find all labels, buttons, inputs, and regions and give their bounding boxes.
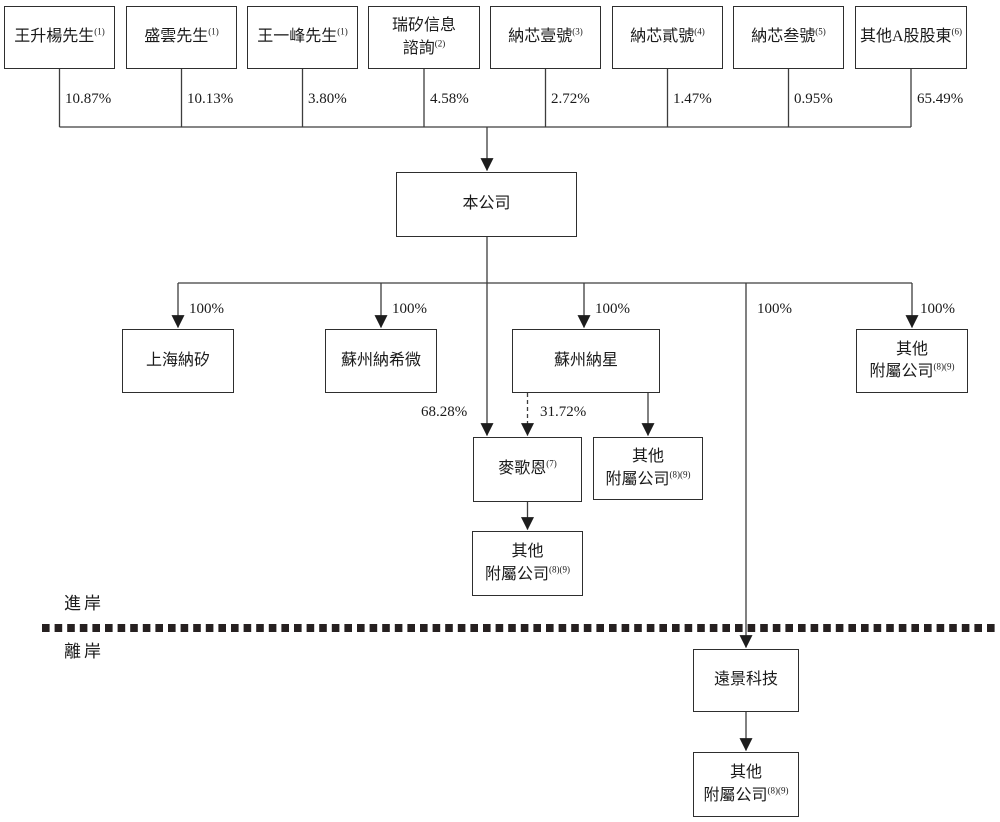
percent-wang-yifeng: 3.80%: [308, 91, 347, 107]
node-label: 納芯貳號: [630, 28, 695, 46]
node-suzhou-naxing: 蘇州納星: [512, 329, 660, 393]
node-label: 上海納矽: [145, 351, 210, 369]
node-the-company: 本公司: [396, 172, 577, 237]
footnote-ref: (3): [572, 27, 583, 38]
percent-other-subsidiaries-right: 100%: [920, 301, 955, 317]
percent-naxin-no1: 2.72%: [551, 91, 590, 107]
node-other-subsidiaries-under-naxing: 其他 附屬公司(8)(9): [593, 437, 703, 500]
node-label: 盛雲先生: [144, 28, 209, 46]
node-naxin-no3: 納芯叁號(5): [733, 6, 844, 69]
percent-naxin-no2: 1.47%: [673, 91, 712, 107]
offshore-label: 離岸: [64, 642, 104, 661]
node-label-line2: 附屬公司: [484, 565, 549, 583]
onshore-label: 進岸: [64, 594, 104, 613]
node-label: 麥歌恩: [498, 460, 547, 478]
node-ruixi-info-consulting: 瑞矽信息 諮詢(2): [368, 6, 480, 69]
footnote-ref: (7): [546, 459, 557, 470]
node-naxin-no1: 納芯壹號(3): [490, 6, 601, 69]
node-label: 蘇州納希微: [340, 351, 421, 369]
footnote-ref: (1): [94, 27, 105, 38]
percent-suzhou-naxing: 100%: [595, 301, 630, 317]
footnote-ref: (2): [434, 38, 446, 49]
percent-suzhou-naxiwei: 100%: [392, 301, 427, 317]
footnote-ref: (6): [951, 27, 963, 38]
node-label: 納芯叁號: [751, 28, 816, 46]
footnote-ref: (8)(9): [933, 361, 955, 372]
node-label: 其他: [511, 543, 544, 561]
percent-naxing-to-maigeen: 31.72%: [540, 404, 587, 420]
percent-sheng-yun: 10.13%: [187, 91, 234, 107]
node-label-line2: 附屬公司: [703, 786, 768, 804]
node-label: 王一峰先生: [257, 28, 338, 46]
node-label: 本公司: [462, 195, 511, 213]
node-label: 瑞矽信息: [391, 17, 456, 35]
node-shanghai-nasi: 上海納矽: [122, 329, 234, 393]
node-other-subsidiaries-under-yuanjing: 其他 附屬公司(8)(9): [693, 752, 799, 817]
node-other-subsidiaries-right: 其他 附屬公司(8)(9): [856, 329, 968, 393]
node-maigeen: 麥歌恩(7): [473, 437, 582, 502]
node-label: 遠景科技: [713, 671, 778, 689]
footnote-ref: (8)(9): [669, 469, 691, 480]
footnote-ref: (1): [337, 27, 348, 38]
percent-ruixi: 4.58%: [430, 91, 469, 107]
percent-wang-shengyang: 10.87%: [65, 91, 112, 107]
percent-other-a-share: 65.49%: [917, 91, 964, 107]
node-yuanjing-tech: 遠景科技: [693, 649, 799, 712]
node-other-subsidiaries-under-maigeen: 其他 附屬公司(8)(9): [472, 531, 583, 596]
footnote-ref: (4): [694, 27, 705, 38]
node-label: 其他: [895, 340, 928, 358]
footnote-ref: (1): [208, 27, 219, 38]
node-other-a-share-holders: 其他A股股東(6): [855, 6, 967, 69]
percent-shanghai-nasi: 100%: [189, 301, 224, 317]
node-label-line2: 附屬公司: [605, 470, 670, 488]
node-label: 其他: [729, 764, 762, 782]
node-suzhou-naxiwei: 蘇州納希微: [325, 329, 437, 393]
percent-offshore-line: 100%: [757, 301, 792, 317]
footnote-ref: (5): [815, 27, 826, 38]
node-label: 納芯壹號: [508, 28, 573, 46]
node-wang-shengyang: 王升楊先生(1): [4, 6, 115, 69]
percent-naxin-no3: 0.95%: [794, 91, 833, 107]
percent-company-to-maigeen: 68.28%: [421, 404, 468, 420]
node-naxin-no2: 納芯貳號(4): [612, 6, 723, 69]
node-sheng-yun: 盛雲先生(1): [126, 6, 237, 69]
node-label-line2: 諮詢: [402, 39, 435, 57]
footnote-ref: (8)(9): [767, 785, 789, 796]
node-label: 王升楊先生: [14, 28, 95, 46]
node-label: 其他A股股東: [859, 28, 952, 46]
node-label-line2: 附屬公司: [869, 363, 934, 380]
node-label: 蘇州納星: [553, 351, 618, 369]
node-wang-yifeng: 王一峰先生(1): [247, 6, 358, 69]
node-label: 其他: [631, 448, 664, 466]
footnote-ref: (8)(9): [549, 564, 570, 575]
